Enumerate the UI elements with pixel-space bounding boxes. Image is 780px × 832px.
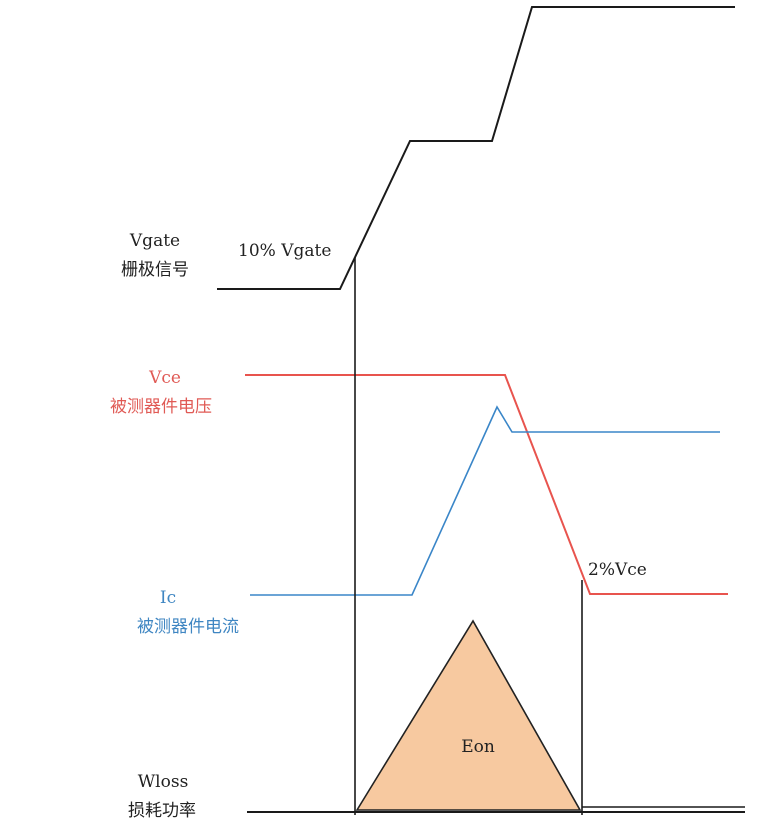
vce-label: Vce (148, 368, 181, 388)
ic-label: Ic (160, 588, 176, 608)
vgate-label: Vgate (129, 231, 180, 251)
vce-marker-label: 2%Vce (588, 560, 647, 580)
vce-cn-label: 被测器件电压 (110, 397, 212, 417)
eon-area (355, 619, 582, 811)
vgate-trace (217, 6, 735, 290)
wloss-label: Wloss (138, 772, 189, 792)
vce-trace (245, 374, 728, 595)
ic-trace (250, 405, 720, 596)
ic-cn-label: 被测器件电流 (137, 617, 239, 637)
vgate-cn-label: 栅极信号 (121, 260, 189, 280)
eon-label: Eon (461, 737, 495, 757)
wloss-cn-label: 损耗功率 (128, 801, 196, 821)
vgate-marker-label: 10% Vgate (238, 241, 331, 261)
